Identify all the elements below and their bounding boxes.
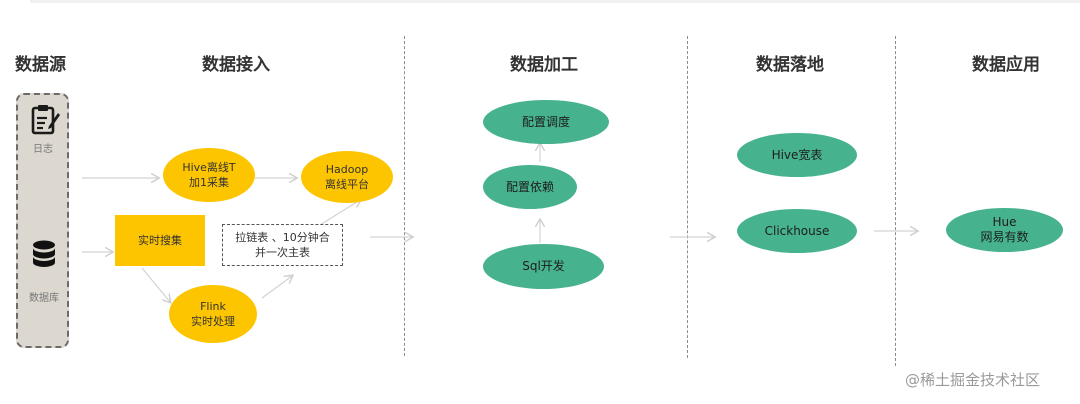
merge-note-box: 拉链表 、10分钟合 并一次主表 [222, 224, 343, 266]
notepad-icon [31, 105, 60, 135]
hive-batch-collect-node: Hive离线T 加1采集 [163, 148, 255, 202]
top-rule [30, 0, 1080, 3]
heading-data-source: 数据源 [15, 55, 66, 75]
realtime-collect-node: 实时搜集 [115, 215, 205, 266]
heading-data-application: 数据应用 [972, 55, 1040, 75]
config-dependency-node: 配置依赖 [483, 165, 577, 209]
arrow-flink-to-merge [261, 276, 292, 299]
watermark: @稀土掘金技术社区 [905, 371, 1041, 389]
divider-process-landing [687, 36, 688, 358]
heading-data-process: 数据加工 [510, 55, 578, 75]
sql-dev-node: Sql开发 [483, 244, 604, 289]
hive-wide-table-node: Hive宽表 [737, 133, 857, 177]
config-schedule-node: 配置调度 [483, 100, 609, 144]
database-label: 数据库 [29, 293, 59, 304]
arrow-merge-to-hadoop [319, 200, 360, 226]
divider-ingest-process [404, 36, 405, 356]
heading-data-ingest: 数据接入 [202, 55, 270, 75]
divider-landing-application [895, 36, 896, 366]
heading-data-landing: 数据落地 [756, 55, 824, 75]
log-label: 日志 [33, 144, 53, 155]
database-icon [33, 240, 55, 267]
flink-realtime-node: Flink 实时处理 [169, 285, 257, 343]
clickhouse-node: Clickhouse [737, 209, 857, 253]
hue-youshu-node: Hue 网易有数 [946, 208, 1063, 252]
arrow-realtime-to-flink [141, 267, 170, 302]
data-source-box [16, 93, 69, 348]
hadoop-offline-node: Hadoop 离线平台 [301, 151, 393, 203]
